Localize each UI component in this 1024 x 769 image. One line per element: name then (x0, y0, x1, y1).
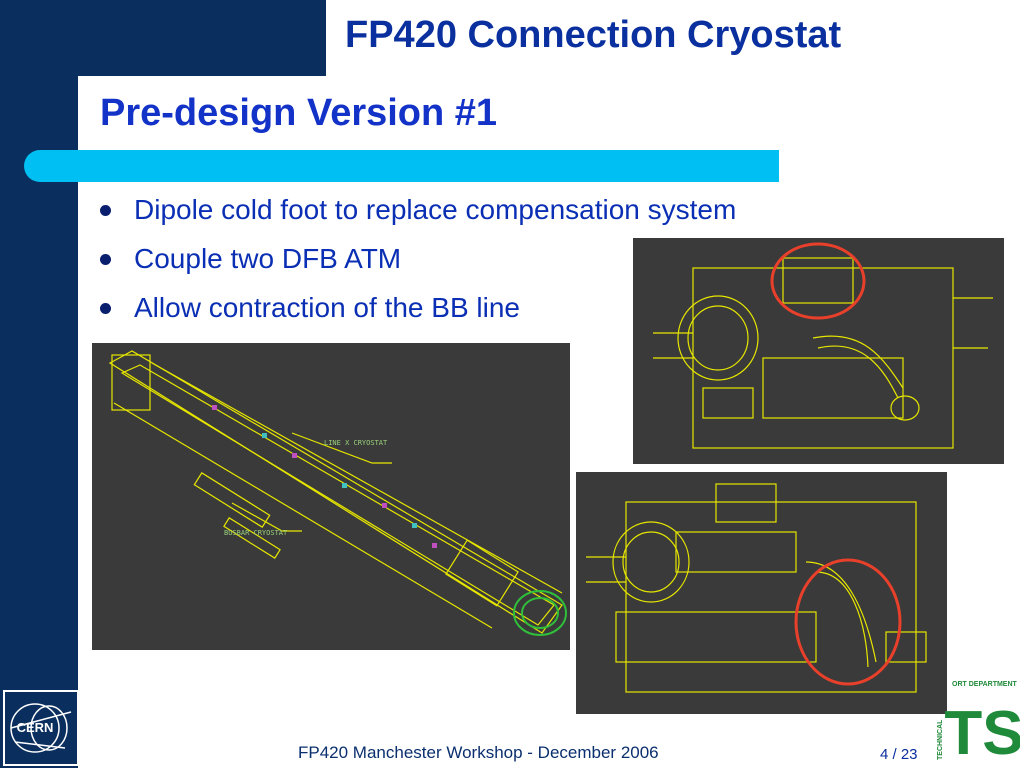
corner-curve (78, 76, 138, 136)
ts-letters: TS (944, 699, 1020, 764)
page-number: 4 / 23 (880, 746, 918, 763)
cyan-divider-bar (24, 150, 779, 182)
ts-department-logo: ORT DEPARTMENT TECHNICAL TS (934, 678, 1024, 768)
long-cryostat-svg: LINE X CRYOSTAT BUSBAR CRYOSTAT (108, 350, 567, 636)
highlight-circle (770, 242, 866, 320)
long-cryostat-drawing: LINE X CRYOSTAT BUSBAR CRYOSTAT (92, 343, 570, 650)
bottom-right-svg (586, 483, 927, 693)
ts-department-text: ORT DEPARTMENT (952, 681, 1018, 688)
label-line-x: LINE X CRYOSTAT (324, 439, 388, 447)
bullet-dot-icon (100, 254, 111, 265)
ts-technical-text: TECHNICAL (937, 719, 944, 760)
bullet-dot-icon (100, 303, 111, 314)
bullet-item: Dipole cold foot to replace compensation… (100, 192, 736, 241)
slide-subtitle: Pre-design Version #1 (100, 92, 498, 134)
bullet-item: Couple two DFB ATM (100, 241, 736, 290)
bottom-right-drawing (576, 472, 947, 714)
left-navy-bar (0, 0, 78, 768)
cern-logo-svg: CERN (5, 692, 77, 764)
footer-text: FP420 Manchester Workshop - December 200… (298, 743, 659, 762)
bullet-list: Dipole cold foot to replace compensation… (100, 192, 736, 339)
bullet-dot-icon (100, 205, 111, 216)
cern-text: CERN (17, 720, 54, 735)
cern-logo: CERN (3, 690, 79, 766)
highlight-circle (794, 558, 902, 686)
ts-logo-svg: ORT DEPARTMENT TECHNICAL TS (937, 681, 1024, 768)
bullet-item: Allow contraction of the BB line (100, 290, 736, 339)
label-busbar: BUSBAR CRYOSTAT (224, 529, 288, 537)
top-right-svg (653, 242, 993, 449)
top-right-drawing (633, 238, 1004, 464)
top-navy-band (0, 0, 326, 76)
slide-title: FP420 Connection Cryostat (345, 14, 842, 56)
